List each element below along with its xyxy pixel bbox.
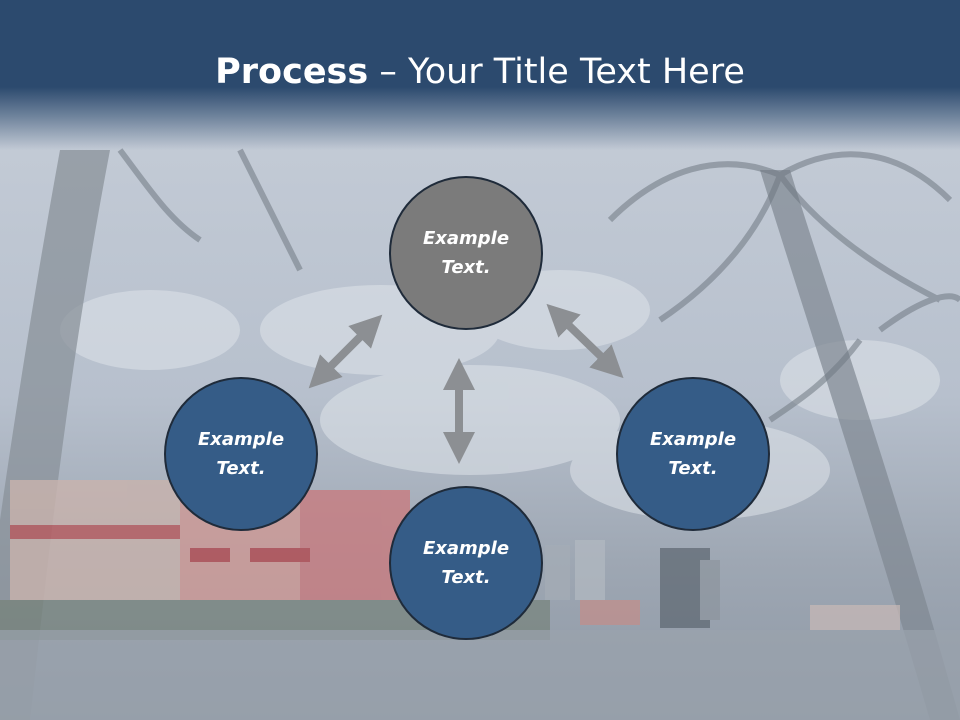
process-node-top: Example Text. [389, 176, 543, 330]
slide-title: Process – Your Title Text Here [0, 52, 960, 92]
process-node-bottom: Example Text. [389, 486, 543, 640]
process-node-left: Example Text. [164, 377, 318, 531]
node-label-top: Example Text. [422, 228, 510, 278]
title-bold: Process [215, 52, 369, 92]
process-node-right: Example Text. [616, 377, 770, 531]
node-label-bottom: Example Text. [422, 538, 510, 588]
node-label-right: Example Text. [649, 429, 737, 479]
title-rest: – Your Title Text Here [368, 52, 745, 92]
node-label-left: Example Text. [197, 429, 285, 479]
header-bar [0, 0, 960, 150]
